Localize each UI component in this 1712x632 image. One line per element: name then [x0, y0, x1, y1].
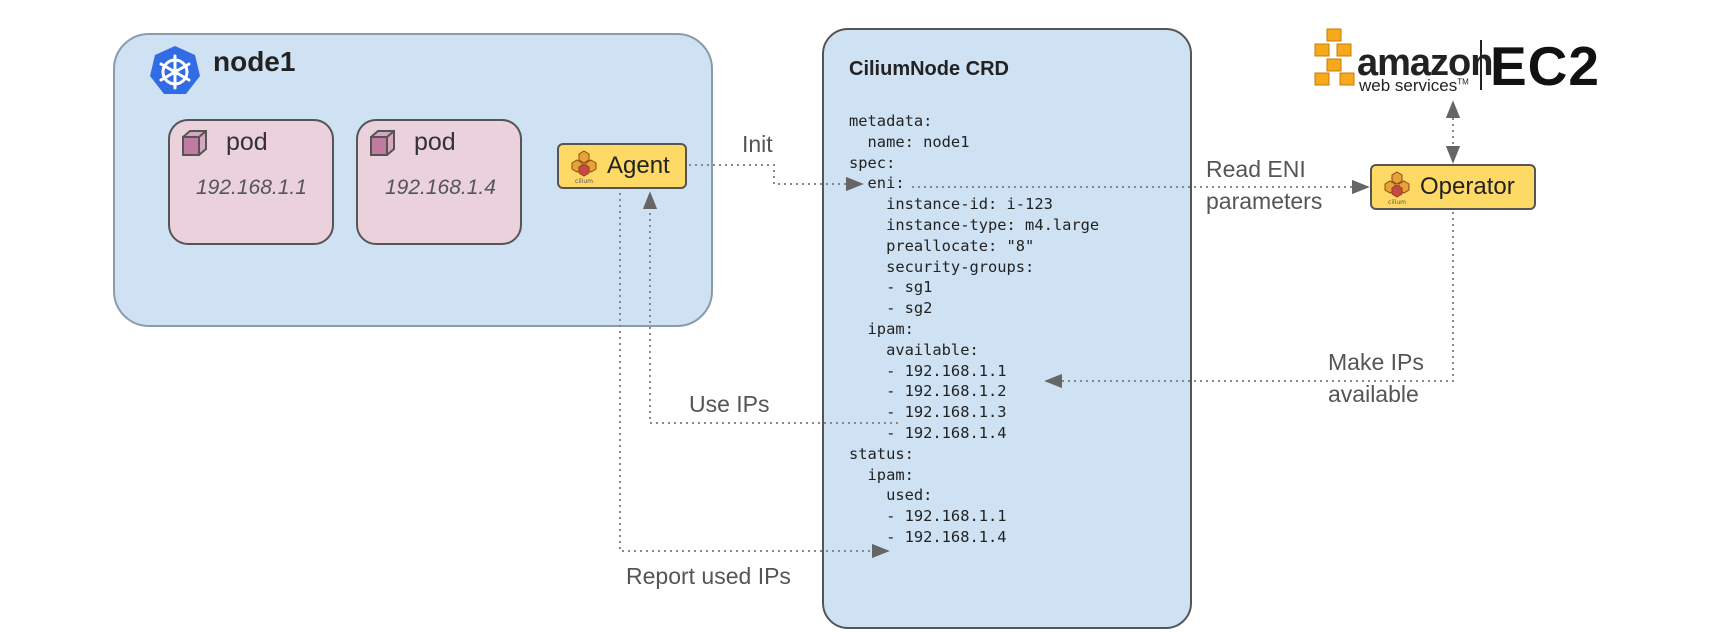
report-used-arrow: [619, 193, 890, 559]
pod-ip: 192.168.1.1: [196, 176, 307, 199]
read-eni-label-2: parameters: [1206, 188, 1323, 214]
svg-text:cilium: cilium: [1388, 199, 1406, 205]
use-ips-label: Use IPs: [689, 391, 770, 417]
aws-brand: amazon: [1357, 42, 1493, 84]
crd-title: CiliumNode CRD: [849, 58, 1009, 80]
report-used-label: Report used IPs: [626, 563, 791, 589]
aws-sub-text: web services: [1359, 76, 1458, 95]
crd-yaml: metadata: name: node1 spec: eni: instanc…: [849, 112, 1100, 546]
kubernetes-icon: [150, 46, 200, 94]
ec2-label: EC2: [1490, 35, 1600, 97]
agent-box: cilium Agent: [557, 143, 687, 189]
logo-separator: [1480, 40, 1482, 90]
make-ips-arrow: [1044, 212, 1454, 389]
aws-tm: TM: [1457, 77, 1469, 87]
make-ips-label-1: Make IPs: [1328, 349, 1424, 375]
cube-icon: [370, 130, 395, 156]
read-eni-label-1: Read ENI: [1206, 156, 1306, 182]
pod-ip: 192.168.1.4: [385, 176, 496, 199]
node-title: node1: [213, 46, 296, 77]
operator-label: Operator: [1420, 173, 1515, 200]
ciliumnode-crd-box: [822, 28, 1192, 629]
use-ips-arrow: [642, 191, 898, 424]
pod-label: pod: [414, 128, 456, 156]
aws-cubes-logo: [1314, 28, 1355, 86]
svg-text:cilium: cilium: [575, 178, 593, 184]
cube-icon: [182, 130, 207, 156]
operator-box: cilium Operator: [1370, 164, 1536, 210]
init-label: Init: [742, 131, 773, 157]
aws-sub: web servicesTM: [1359, 76, 1469, 96]
make-ips-label-2: available: [1328, 381, 1419, 407]
init-arrow: [689, 164, 864, 192]
agent-label: Agent: [607, 152, 670, 179]
cilium-logo-icon: cilium: [571, 150, 597, 184]
cilium-logo-icon: cilium: [1384, 171, 1410, 205]
pod-label: pod: [226, 128, 268, 156]
